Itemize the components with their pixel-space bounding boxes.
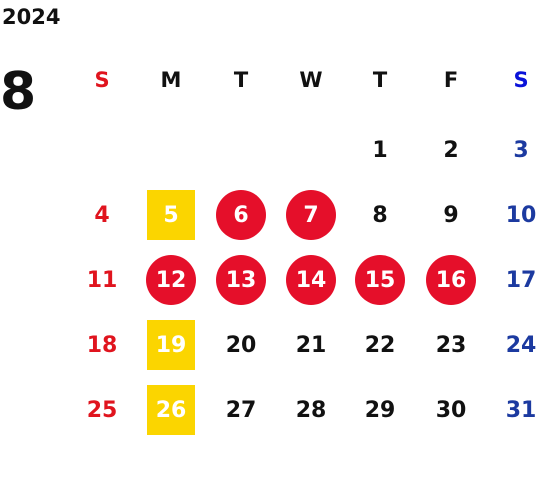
date-cell-3[interactable]: 3 — [513, 137, 529, 163]
date-cell-8[interactable]: 8 — [372, 202, 388, 228]
year-label: 2024 — [2, 5, 61, 29]
date-cell-13[interactable]: 13 — [216, 255, 266, 305]
date-cell-21[interactable]: 21 — [295, 332, 327, 358]
date-cell-30[interactable]: 30 — [435, 397, 467, 423]
date-cell-24[interactable]: 24 — [505, 332, 537, 358]
date-cell-29[interactable]: 29 — [364, 397, 396, 423]
date-cell-14[interactable]: 14 — [286, 255, 336, 305]
weekday-header-sat: S — [513, 68, 529, 92]
date-cell-12[interactable]: 12 — [146, 255, 196, 305]
date-cell-23[interactable]: 23 — [435, 332, 467, 358]
date-cell-17[interactable]: 17 — [505, 267, 537, 293]
date-cell-16[interactable]: 16 — [426, 255, 476, 305]
date-cell-20[interactable]: 20 — [225, 332, 257, 358]
date-cell-4[interactable]: 4 — [94, 202, 110, 228]
weekday-header-mon: M — [160, 68, 182, 92]
weekday-header-tue: T — [233, 68, 249, 92]
date-cell-9[interactable]: 9 — [443, 202, 459, 228]
date-cell-2[interactable]: 2 — [443, 137, 459, 163]
date-cell-7[interactable]: 7 — [286, 190, 336, 240]
date-cell-11[interactable]: 11 — [86, 267, 118, 293]
date-cell-25[interactable]: 25 — [86, 397, 118, 423]
month-label: 8 — [0, 62, 37, 122]
weekday-header-sun: S — [94, 68, 110, 92]
date-cell-19[interactable]: 19 — [147, 320, 195, 370]
date-cell-6[interactable]: 6 — [216, 190, 266, 240]
date-cell-1[interactable]: 1 — [372, 137, 388, 163]
date-cell-31[interactable]: 31 — [505, 397, 537, 423]
weekday-header-fri: F — [443, 68, 459, 92]
date-cell-18[interactable]: 18 — [86, 332, 118, 358]
date-cell-28[interactable]: 28 — [295, 397, 327, 423]
weekday-header-thu: T — [372, 68, 388, 92]
date-cell-26[interactable]: 26 — [147, 385, 195, 435]
weekday-header-wed: W — [299, 68, 323, 92]
date-cell-22[interactable]: 22 — [364, 332, 396, 358]
date-cell-5[interactable]: 5 — [147, 190, 195, 240]
date-cell-15[interactable]: 15 — [355, 255, 405, 305]
date-cell-10[interactable]: 10 — [505, 202, 537, 228]
date-cell-27[interactable]: 27 — [225, 397, 257, 423]
